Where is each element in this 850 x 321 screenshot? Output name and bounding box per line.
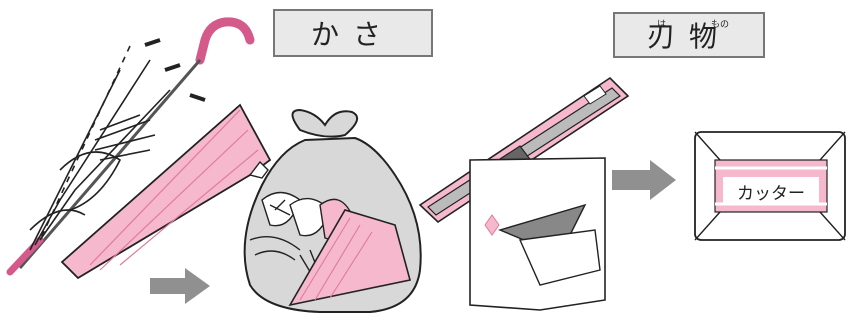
umbrella-label: かさ [273, 9, 433, 57]
broken-umbrella-icon [6, 17, 255, 276]
blades-label: は もの 刃物 [613, 12, 765, 58]
arrow-right-icon [150, 268, 210, 304]
arrow-right-icon [612, 160, 676, 200]
umbrella-label-text: かさ [310, 18, 395, 51]
blades-label-text: 刃物 [646, 20, 731, 53]
blades-ruby-mono: もの [711, 20, 730, 30]
trash-bag-icon [243, 108, 422, 313]
cutter-wrap-label: カッター [723, 177, 819, 205]
blades-ruby-ha: は [657, 20, 667, 30]
umbrella-canopy-icon [60, 103, 272, 280]
paper-wrapped-blade-icon [469, 157, 606, 311]
